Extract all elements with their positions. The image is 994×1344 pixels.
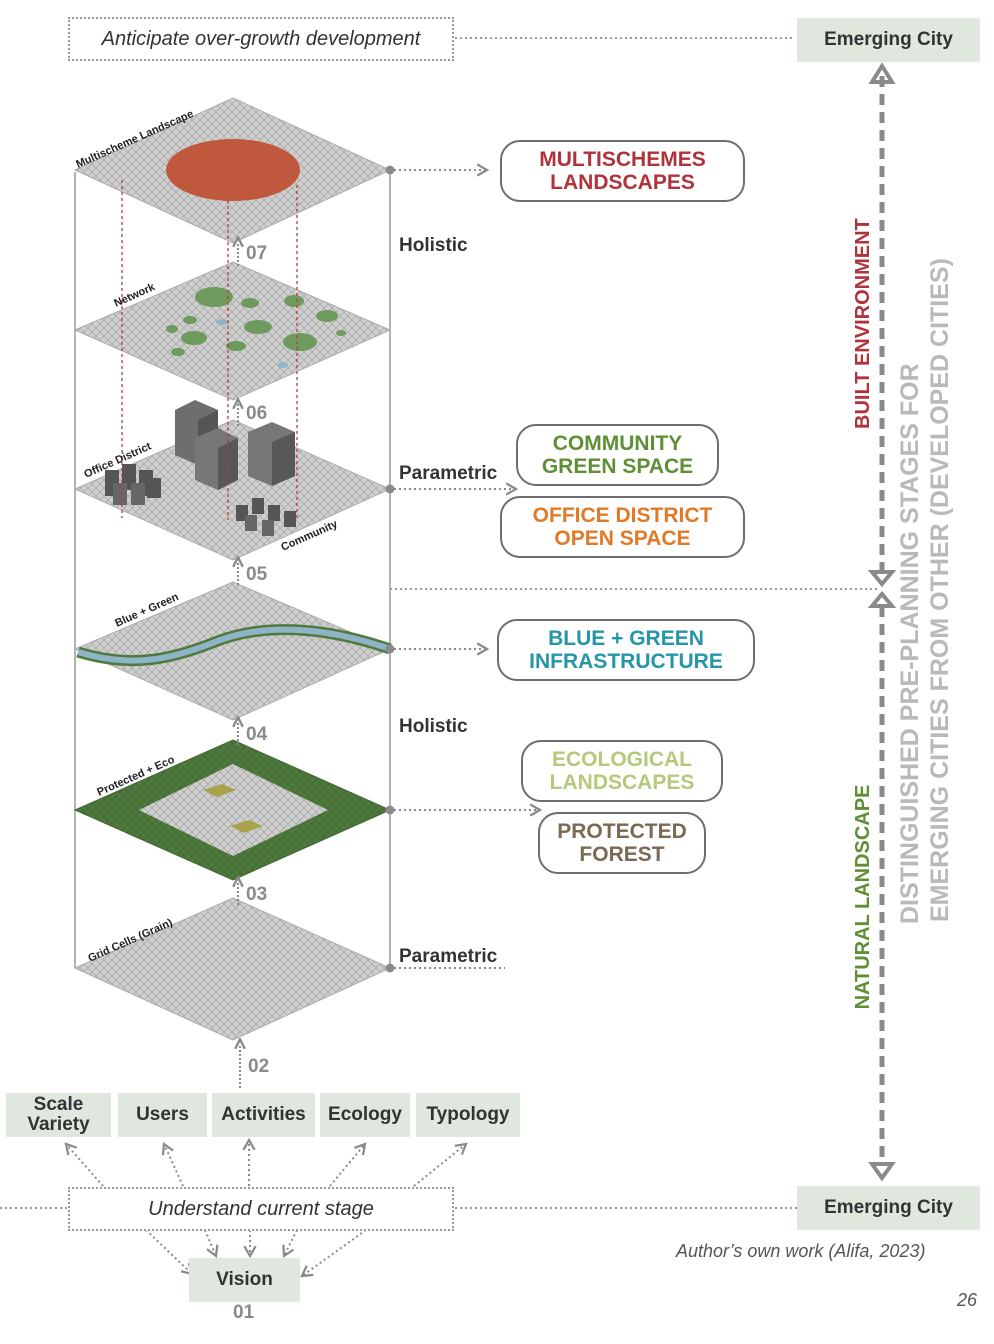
mode-holistic-1: Holistic [399, 235, 468, 256]
step-02: 02 [248, 1056, 270, 1077]
emerging-city-bottom-label: Emerging City [824, 1197, 953, 1218]
credit-text: Author’s own work (Alifa, 2023) [676, 1241, 926, 1261]
step-06: 06 [246, 403, 268, 424]
outcome-office: OFFICE DISTRICT OPEN SPACE [500, 496, 745, 558]
understand-text: Understand current stage [148, 1197, 374, 1220]
outcome-protected-line2: FOREST [579, 843, 665, 866]
mode-parametric-2: Parametric [399, 946, 498, 967]
emerging-city-top-label: Emerging City [824, 29, 953, 50]
natural-landscape-label: NATURAL LANDSCAPE [852, 784, 874, 1010]
factor-ecology: Ecology [320, 1093, 410, 1137]
layer-multischeme [73, 97, 392, 244]
factor-activities: Activities [212, 1093, 315, 1137]
layer-grid-cells [73, 897, 392, 1041]
distinguished-line2: EMERGING CITIES FROM OTHER (DEVELOPED CI… [926, 258, 954, 922]
factor-typology-label: Typology [426, 1104, 510, 1125]
outcome-office-line2: OPEN SPACE [554, 527, 691, 550]
anticipate-box: Anticipate over-growth development [68, 17, 454, 61]
outcome-multischemes-line1: MULTISCHEMES [539, 148, 706, 171]
outcome-community: COMMUNITY GREEN SPACE [516, 424, 719, 486]
layer-protected-eco [73, 739, 392, 881]
multischeme-circle [166, 139, 300, 201]
outcome-blue-green-line1: BLUE + GREEN [548, 627, 704, 650]
factor-ecology-label: Ecology [328, 1104, 402, 1125]
step-04: 04 [246, 724, 268, 745]
vision-label: Vision [216, 1269, 273, 1290]
outcome-protected-line1: PROTECTED [557, 820, 687, 843]
factor-variety: Variety [27, 1114, 90, 1135]
outcome-ecological-line2: LANDSCAPES [549, 771, 695, 794]
anticipate-text: Anticipate over-growth development [101, 27, 421, 50]
layer-network [73, 261, 392, 401]
factor-activities-label: Activities [221, 1104, 306, 1125]
factor-scale: Scale [33, 1094, 84, 1115]
emerging-city-top: Emerging City [797, 18, 980, 62]
outcome-ecological-line1: ECOLOGICAL [552, 748, 692, 771]
outcome-protected: PROTECTED FOREST [538, 812, 706, 874]
outcome-blue-green-line2: INFRASTRUCTURE [529, 650, 723, 673]
outcome-multischemes-line2: LANDSCAPES [550, 171, 695, 194]
outcome-multischemes: MULTISCHEMES LANDSCAPES [500, 140, 745, 202]
vision-box: Vision [189, 1258, 300, 1302]
factor-typology: Typology [416, 1093, 520, 1137]
page-number: 26 [957, 1290, 978, 1310]
built-environment-label: BUILT ENVIRONMENT [852, 218, 874, 429]
layer-office-community [73, 400, 392, 561]
outcome-community-line1: COMMUNITY [552, 432, 683, 455]
emerging-city-bottom: Emerging City [797, 1186, 980, 1230]
step-07: 07 [246, 243, 268, 264]
outcome-blue-green: BLUE + GREEN INFRASTRUCTURE [497, 619, 755, 681]
outcome-ecological: ECOLOGICAL LANDSCAPES [521, 740, 723, 802]
layer-blue-green [73, 581, 392, 721]
outcome-community-line2: GREEN SPACE [541, 455, 694, 478]
step-01: 01 [233, 1302, 255, 1323]
outcome-office-line1: OFFICE DISTRICT [532, 504, 713, 527]
mode-parametric-1: Parametric [399, 463, 498, 484]
step-03: 03 [246, 884, 268, 905]
factor-users-label: Users [136, 1104, 189, 1125]
understand-box: Understand current stage [68, 1187, 454, 1231]
distinguished-line1: DISTINGUISHED PRE-PLANNING STAGES FOR [896, 363, 924, 924]
factor-scale-variety: Scale Variety [6, 1093, 111, 1137]
mode-holistic-2: Holistic [399, 716, 468, 737]
step-05: 05 [246, 564, 268, 585]
factor-users: Users [118, 1093, 207, 1137]
